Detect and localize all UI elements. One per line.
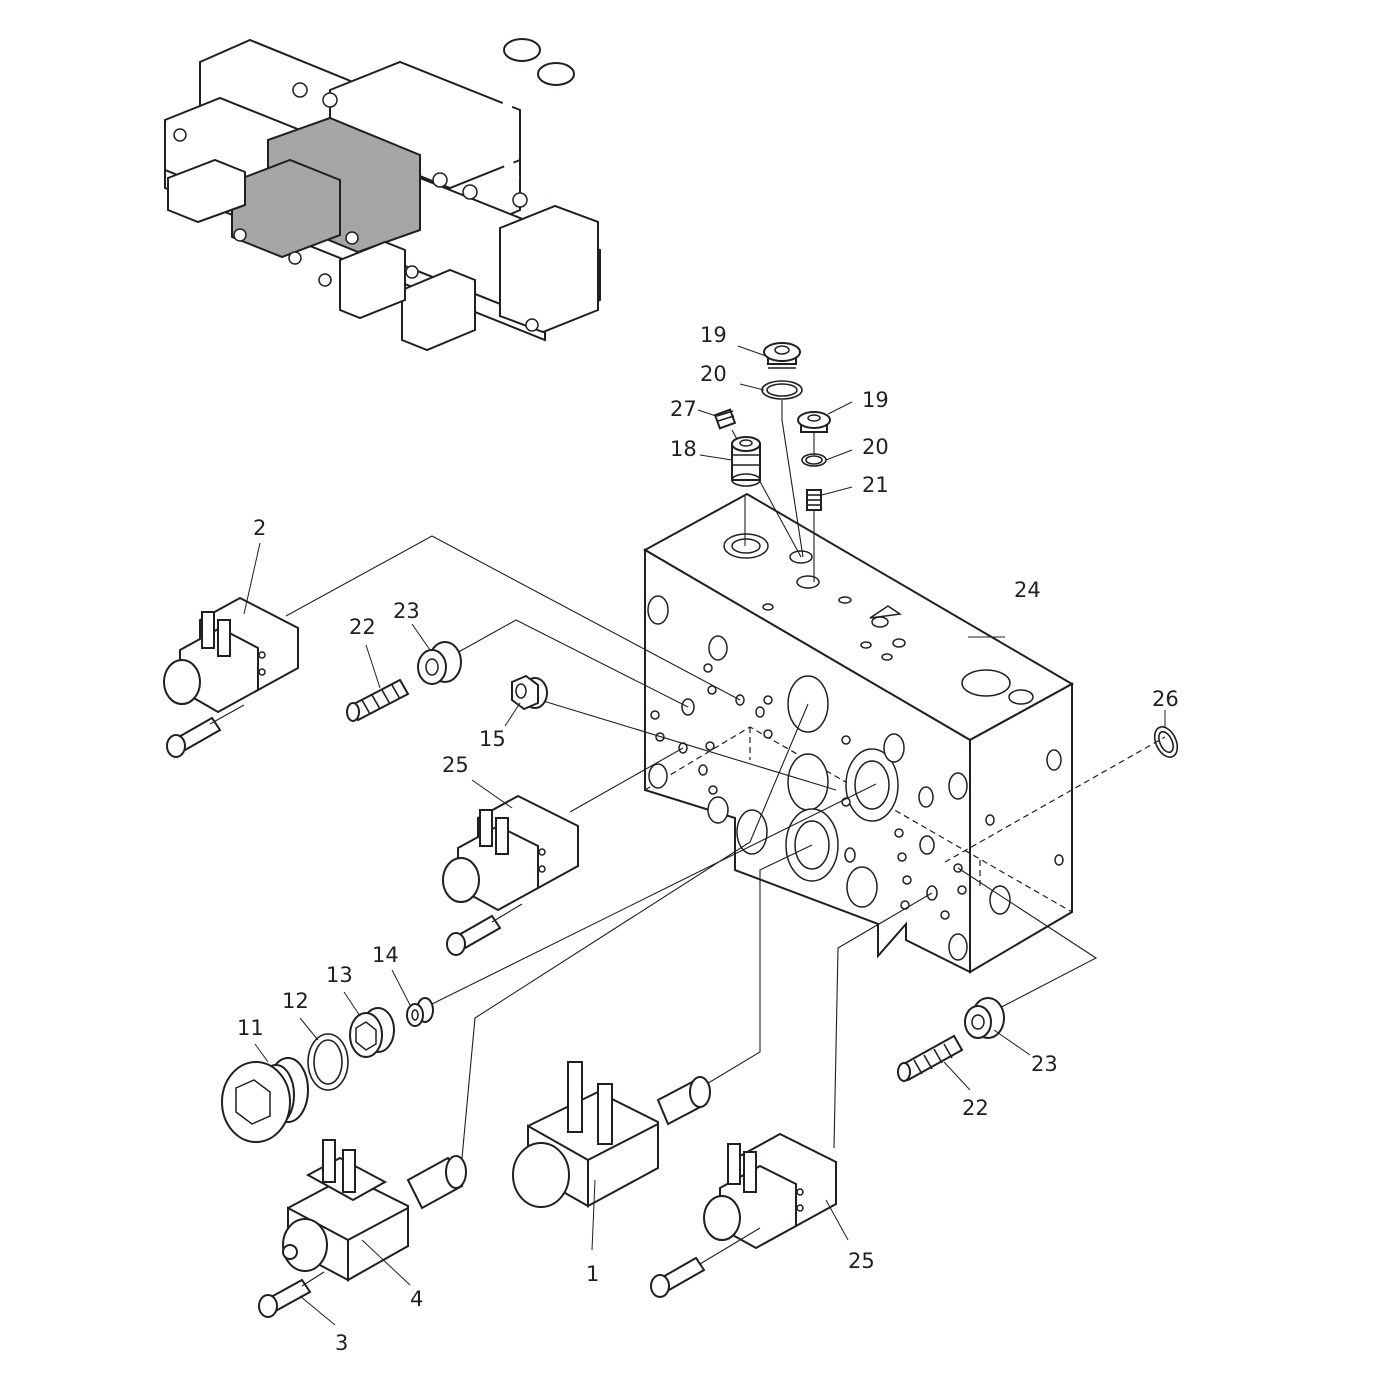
overview-valve-assembly <box>164 38 601 352</box>
manifold-block <box>642 492 1075 974</box>
callout-2: 2 <box>253 516 266 540</box>
part-screw-lower-right <box>650 1227 761 1298</box>
part-19-plug-b <box>797 411 831 433</box>
callout-leaders <box>243 345 1166 1326</box>
callout-20-lower: 20 <box>862 435 889 459</box>
callout-15: 15 <box>479 727 506 751</box>
callout-13: 13 <box>326 963 353 987</box>
callout-11: 11 <box>237 1016 264 1040</box>
part-screw-upper-left <box>166 704 245 758</box>
callout-19-lower: 19 <box>862 388 889 412</box>
part-20-seal-ring-a <box>761 380 803 400</box>
part-14-orifice <box>406 997 434 1027</box>
callout-23-lower: 23 <box>1031 1052 1058 1076</box>
part-23-flange-nut-a <box>417 641 462 685</box>
callout-19-upper: 19 <box>700 323 727 347</box>
part-19-plug-a <box>763 342 801 369</box>
assembly-lines <box>285 400 1166 1159</box>
callout-22-upper: 22 <box>349 615 376 639</box>
part-25-solenoid-coil-b <box>703 1132 837 1250</box>
callout-22-lower: 22 <box>962 1096 989 1120</box>
part-22-stud-a <box>346 678 410 722</box>
part-20-seal-ring-b <box>801 453 827 467</box>
callout-labels: 19 20 27 19 18 20 21 2 24 23 22 26 15 25… <box>237 323 1179 1355</box>
part-screw-middle <box>446 903 523 956</box>
part-21-grub-screw <box>806 489 822 511</box>
part-12-o-ring <box>307 1033 349 1091</box>
callout-27: 27 <box>670 397 697 421</box>
callout-14: 14 <box>372 943 399 967</box>
callout-21: 21 <box>862 473 889 497</box>
part-2-solenoid-coil <box>163 596 299 714</box>
part-3-screw <box>258 1271 325 1318</box>
callout-3: 3 <box>335 1331 348 1355</box>
callout-24: 24 <box>1014 578 1041 602</box>
callout-20-upper: 20 <box>700 362 727 386</box>
part-23-flange-nut-b <box>964 997 1005 1039</box>
callout-1: 1 <box>586 1262 599 1286</box>
part-26-o-ring <box>1153 726 1179 758</box>
callout-4: 4 <box>410 1287 423 1311</box>
part-4-proportional-solenoid <box>282 1139 467 1282</box>
part-22-stud-b <box>897 1034 964 1082</box>
callout-26: 26 <box>1152 687 1179 711</box>
callout-18: 18 <box>670 437 697 461</box>
part-13-cartridge <box>349 1007 395 1058</box>
part-1-solenoid-valve <box>512 1061 711 1208</box>
part-27-grub-screw <box>713 408 737 430</box>
callout-25-middle: 25 <box>442 753 469 777</box>
part-15-fitting <box>511 674 548 711</box>
callout-23-upper: 23 <box>393 599 420 623</box>
callout-12: 12 <box>282 989 309 1013</box>
part-18-sleeve <box>731 436 761 487</box>
part-11-plug <box>221 1057 309 1143</box>
callout-25-lower: 25 <box>848 1249 875 1273</box>
part-25-solenoid-coil-a <box>442 794 579 912</box>
